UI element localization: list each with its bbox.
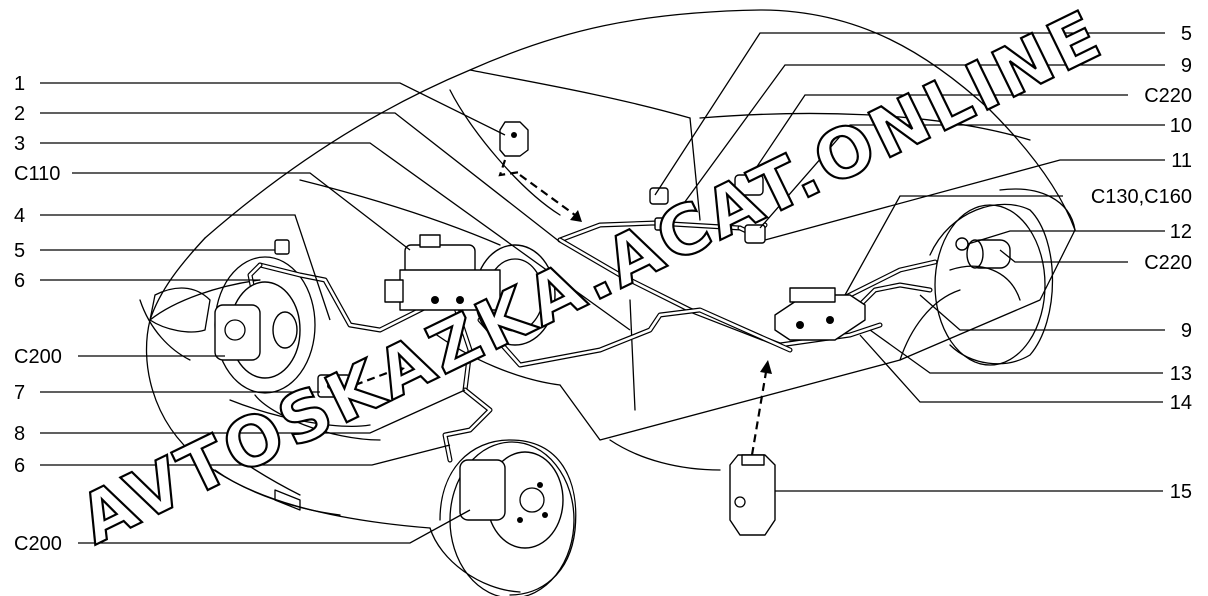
callout-c200-lower: C200 [14, 533, 62, 555]
callout-9-lower: 9 [1181, 320, 1192, 342]
bracket-15 [729, 454, 776, 536]
front-right-brake [459, 451, 564, 549]
callout-c220-lower: C220 [1144, 252, 1192, 274]
callout-c130-c160: C130,C160 [1091, 186, 1192, 208]
callout-c110: C110 [14, 163, 60, 185]
pressure-regulator [774, 287, 866, 341]
bracket-7 [317, 374, 351, 398]
callout-2: 2 [14, 103, 25, 125]
callout-4: 4 [14, 205, 25, 227]
callout-7: 7 [14, 382, 25, 404]
callout-3: 3 [14, 133, 25, 155]
callout-5: 5 [14, 240, 25, 262]
callout-11: 11 [1171, 150, 1192, 172]
callout-c200: C200 [14, 346, 62, 368]
front-left-brake [214, 281, 301, 379]
callout-labels-right: 5 9 C220 10 11 C130,C160 12 C220 9 13 14… [1091, 23, 1192, 503]
callout-9: 9 [1181, 55, 1192, 77]
leader-lines [40, 32, 1165, 544]
callout-6: 6 [14, 270, 25, 292]
callout-labels-left: 1 2 3 C110 4 5 6 C200 7 8 6 C200 [14, 73, 62, 555]
assembly-arrows [354, 174, 772, 456]
callout-10: 10 [1170, 115, 1192, 137]
callout-6-lower: 6 [14, 455, 25, 477]
callout-1: 1 [14, 73, 25, 95]
callout-5-right: 5 [1181, 23, 1192, 45]
master-cylinder-assembly [384, 234, 556, 346]
bracket-1 [498, 121, 529, 177]
callout-15: 15 [1170, 481, 1192, 503]
callout-c220: C220 [1144, 85, 1192, 107]
callout-14: 14 [1170, 392, 1192, 414]
callout-8: 8 [14, 423, 25, 445]
brake-pipe-network [247, 220, 938, 463]
callout-12: 12 [1170, 221, 1192, 243]
rear-brake-cylinder [949, 237, 1021, 301]
bracket-5-left [274, 239, 290, 255]
callout-13: 13 [1170, 363, 1192, 385]
